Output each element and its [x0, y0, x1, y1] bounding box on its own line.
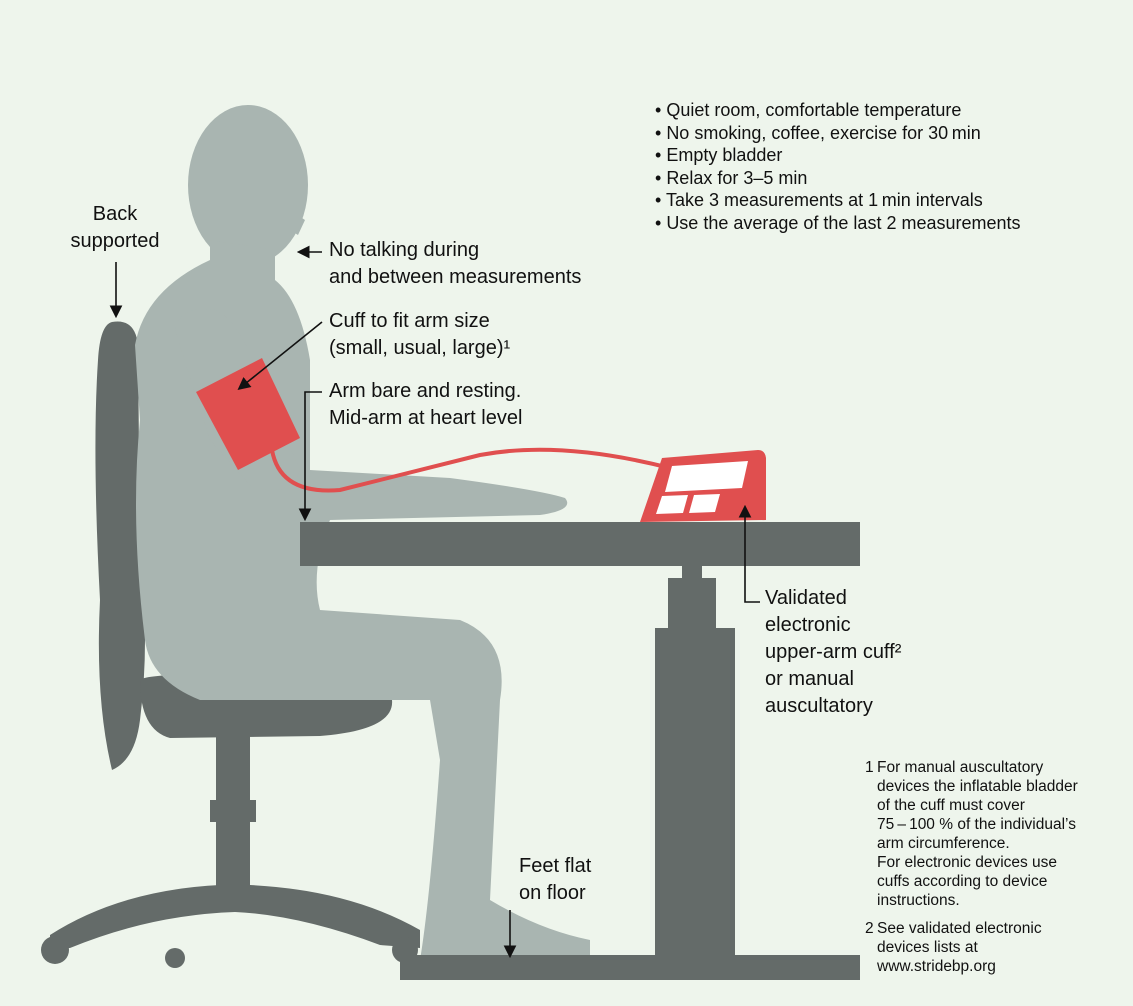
footnote-number: 1	[865, 759, 874, 776]
footnote-line: See validated electronic	[877, 920, 1042, 937]
label-line: Back	[92, 203, 138, 225]
bp-cuff	[196, 358, 300, 470]
checklist-item: Empty bladder	[655, 144, 1021, 167]
footnote-line: arm circumference.	[877, 835, 1010, 852]
label-line: (small, usual, large)¹	[329, 337, 511, 359]
checklist-item: Quiet room, comfortable temperature	[655, 99, 1021, 122]
label-cuff-size: Cuff to fit arm size (small, usual, larg…	[329, 308, 510, 362]
checklist-item: Take 3 measurements at 1 min intervals	[655, 189, 1021, 212]
label-no-talking: No talking during and between measuremen…	[329, 237, 581, 291]
label-line: upper-arm cuff²	[765, 641, 902, 663]
callout-arrows	[109, 245, 760, 959]
label-line: auscultatory	[765, 695, 873, 717]
label-arm-position: Arm bare and resting. Mid-arm at heart l…	[329, 378, 522, 432]
footnote-line: instructions.	[877, 892, 960, 909]
footnote-line: devices the inflatable bladder	[877, 778, 1078, 795]
label-device: Validated electronic upper-arm cuff² or …	[765, 585, 901, 720]
footnote-line: For manual auscultatory	[877, 759, 1044, 776]
checklist-item: Relax for 3–5 min	[655, 167, 1021, 190]
footnote-2: 2 See validated electronic devices lists…	[865, 919, 1125, 976]
cuff-tube	[270, 447, 671, 493]
label-feet-flat: Feet flat on floor	[519, 853, 591, 907]
footnote-line: For electronic devices use	[877, 854, 1058, 871]
label-line: Validated	[765, 587, 847, 609]
label-line: or manual	[765, 668, 854, 690]
footnote-line: of the cuff must cover	[877, 797, 1025, 814]
label-line: Arm bare and resting.	[329, 380, 522, 402]
bp-monitor	[640, 450, 766, 522]
label-line: Feet flat	[519, 855, 592, 877]
footnote-number: 2	[865, 920, 874, 937]
footnotes: 1 For manual auscultatory devices the in…	[865, 758, 1125, 985]
footnote-line: devices lists at	[877, 939, 978, 956]
label-line: Cuff to fit arm size	[329, 310, 490, 332]
preparation-checklist: Quiet room, comfortable temperature No s…	[655, 99, 1021, 234]
table	[300, 522, 860, 980]
checklist-item: No smoking, coffee, exercise for 30 min	[655, 122, 1021, 145]
footnote-1: 1 For manual auscultatory devices the in…	[865, 758, 1125, 910]
label-line: and between measurements	[329, 266, 582, 288]
label-line: Mid-arm at heart level	[329, 407, 523, 429]
footnote-line: www.stridebp.org	[877, 958, 996, 975]
label-line: on floor	[519, 882, 586, 904]
label-line: supported	[70, 230, 160, 252]
label-back-supported: Back supported	[65, 201, 165, 255]
label-line: No talking during	[329, 239, 480, 261]
footnote-line: cuffs according to device	[877, 873, 1048, 890]
checklist-item: Use the average of the last 2 measuremen…	[655, 212, 1020, 235]
footnote-line: 75 – 100 % of the individual’s	[877, 816, 1076, 833]
label-line: electronic	[765, 614, 851, 636]
